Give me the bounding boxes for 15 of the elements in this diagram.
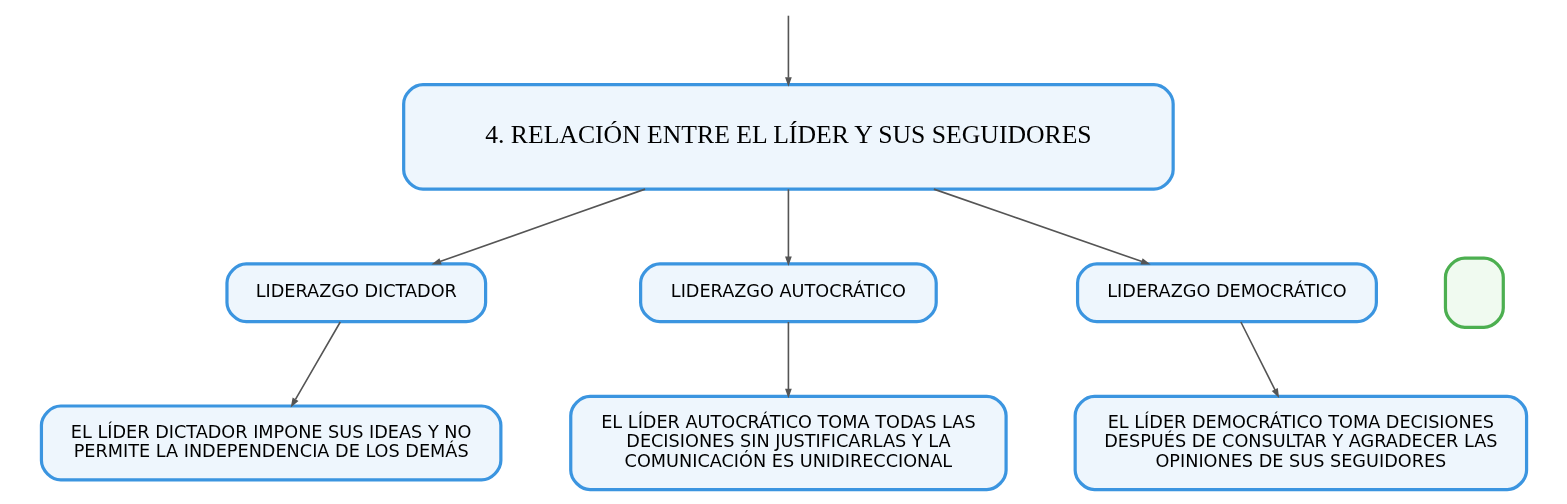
node-box: 4. RELACIÓN ENTRE EL LÍDER Y SUS SEGUIDORES	[401, 83, 1175, 191]
arrow	[290, 321, 341, 408]
node-box: LIDERAZGO DICTADOR	[224, 262, 487, 324]
arrow	[1239, 321, 1279, 399]
arrow	[430, 188, 646, 265]
node-box: EL LÍDER DICTADOR IMPONE SUS IDEAS Y NO PERMITE LA INDEPENDENCIA DE LOS DEMÁS	[39, 404, 502, 482]
node-box: EL LÍDER DEMOCRÁTICO TOMA DECISIONES DESPUÉS DE CONSULTAR Y AGRADECER LAS OPINIONES DE SUS SEGUIDORES	[1073, 394, 1528, 492]
arrow	[784, 321, 792, 399]
arrow	[784, 188, 792, 267]
arrow	[784, 14, 792, 87]
node-box: LIDERAZGO DEMOCRÁTICO	[1075, 262, 1378, 324]
node-box: LIDERAZGO AUTOCRÁTICO	[638, 262, 938, 324]
arrow	[932, 188, 1151, 265]
node-box	[1443, 256, 1505, 329]
node-box: EL LÍDER AUTOCRÁTICO TOMA TODAS LAS DECISIONES SIN JUSTIFICARLAS Y LA COMUNICACIÓN ES UNIDIRECCIONAL	[568, 394, 1008, 492]
